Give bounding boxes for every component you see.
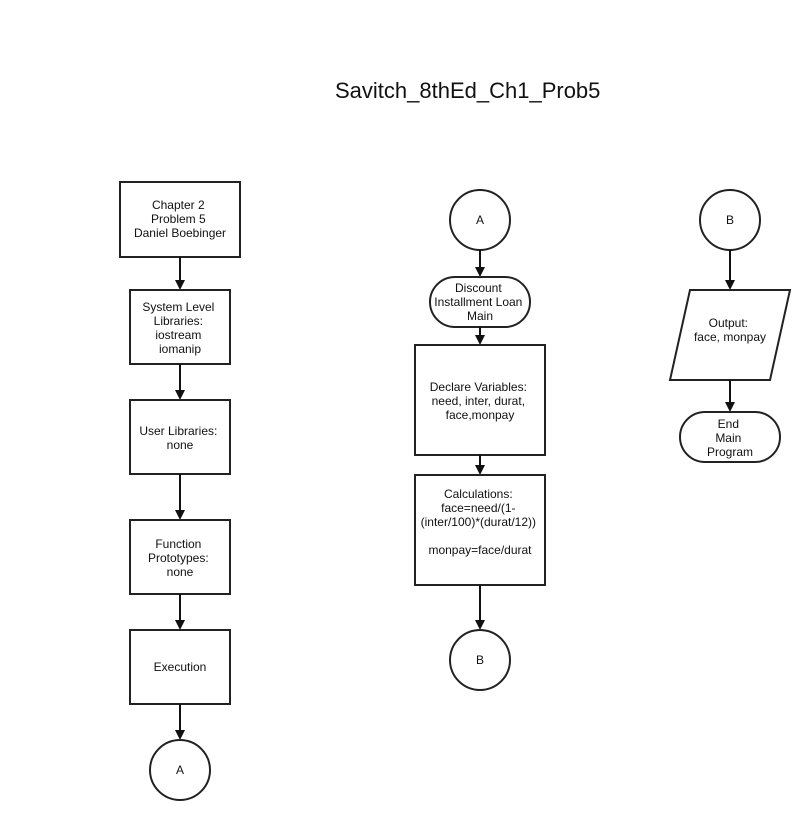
header-box [119, 181, 241, 258]
connector-b-out [449, 629, 511, 691]
end-main-terminal [679, 411, 781, 463]
declare-variables-box [414, 344, 546, 456]
output-parallelogram [668, 289, 792, 381]
connector-b-out-label: B [476, 653, 484, 667]
connector-a-out-label: A [176, 763, 184, 777]
connector-b-in-label: B [726, 213, 734, 227]
main-start-text: Discount Installment Loan Main [434, 281, 525, 323]
diagram-title: Savitch_8thEd_Ch1_Prob5 [335, 78, 601, 103]
calculations-text: Calculations: face=need/(1- (inter/100)*… [421, 487, 540, 557]
function-prototypes-box [129, 519, 231, 595]
system-libraries-text: System Level Libraries: iostream iomanip [142, 300, 217, 356]
calculations-box [414, 474, 546, 586]
end-main-text: End Main Program [707, 417, 753, 459]
connector-a-out [149, 739, 211, 801]
user-libraries-text: User Libraries: none [139, 424, 220, 452]
execution-box [129, 629, 231, 705]
execution-text: Execution [154, 660, 207, 674]
function-prototypes-text: Function Prototypes: none [148, 537, 212, 579]
connector-a-in-label: A [476, 213, 484, 227]
output-text: Output: face, monpay [694, 316, 766, 344]
declare-variables-text: Declare Variables: need, inter, durat, f… [430, 380, 531, 422]
header-box-text: Chapter 2 Problem 5 Daniel Boebinger [134, 198, 226, 240]
user-libraries-box [129, 399, 231, 475]
